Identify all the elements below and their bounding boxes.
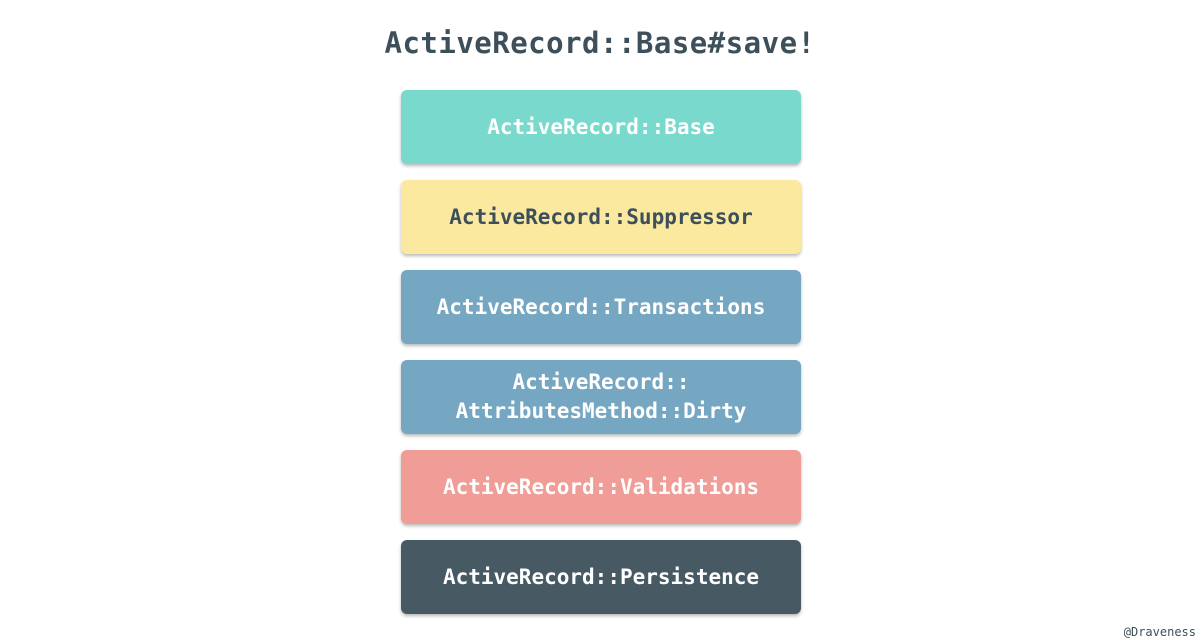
layer-validations: ActiveRecord::Validations xyxy=(401,450,801,524)
layer-dirty: ActiveRecord:: AttributesMethod::Dirty xyxy=(401,360,801,434)
layer-activerecord-base: ActiveRecord::Base xyxy=(401,90,801,164)
layer-persistence: ActiveRecord::Persistence xyxy=(401,540,801,614)
module-stack: ActiveRecord::Base ActiveRecord::Suppres… xyxy=(401,90,801,630)
layer-transactions: ActiveRecord::Transactions xyxy=(401,270,801,344)
diagram-title: ActiveRecord::Base#save! xyxy=(384,26,816,60)
layer-suppressor: ActiveRecord::Suppressor xyxy=(401,180,801,254)
author-credit: @Draveness xyxy=(1123,625,1196,639)
